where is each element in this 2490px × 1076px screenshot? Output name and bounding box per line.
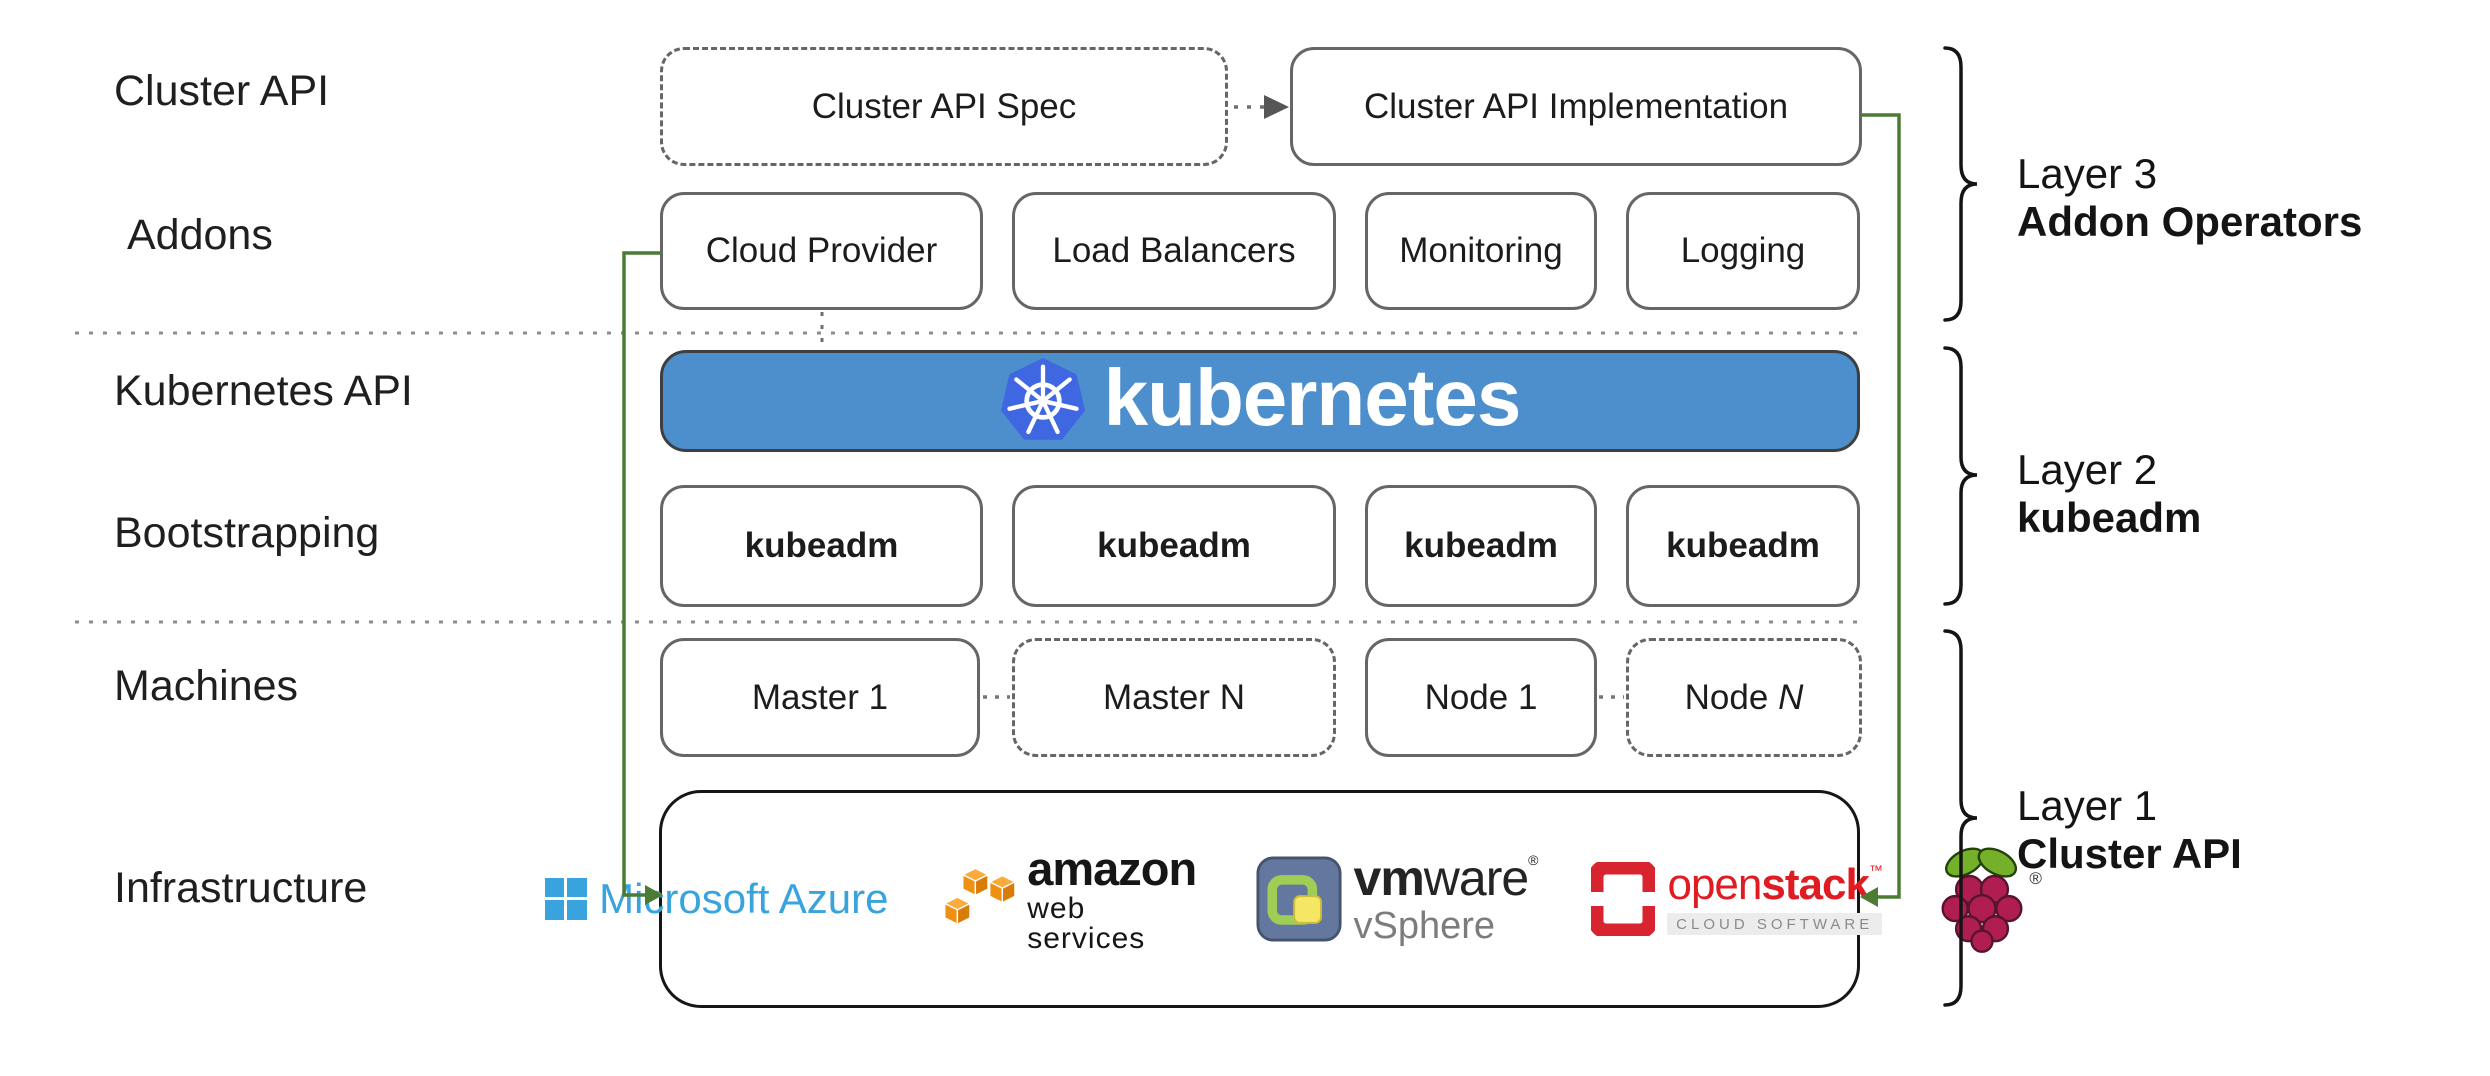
vmware-reg-mark: ® [1528,852,1538,868]
openstack-icon [1591,862,1656,936]
kubernetes-helm-icon [1000,358,1085,440]
openstack-wordmark: openstack™ [1667,860,1883,909]
aws-amazon-label: amazon [1027,841,1197,895]
raspberry-pi-logo-group: ® [1936,843,2042,955]
cluster-api-spec-label: Cluster API Spec [811,86,1077,126]
machine-num: N [1219,677,1245,717]
row-label-kubernetes-api: Kubernetes API [114,367,413,415]
openstack-tm-mark: ™ [1868,862,1883,878]
vmware-ware: ware [1423,850,1529,906]
raspberry-pi-logo [1941,847,2023,953]
addon-box-load-balancers: Load Balancers [1012,192,1336,310]
layer3-name: Layer 3 [2017,150,2158,197]
openstack-text: openstack™ CLOUD SOFTWARE [1667,860,1883,935]
vmware-wordmark: vmware® [1353,850,1539,906]
layer3-label: Layer 3 Addon Operators [2017,150,2362,246]
windows-flag-icon [545,878,588,920]
kubeadm-box-4: kubeadm [1626,485,1860,607]
row-label-bootstrapping: Bootstrapping [114,509,380,557]
layer3-bracket [1943,46,1978,322]
machine-box-master-n: Master N [1012,638,1336,757]
vmware-vsphere-logo-group: vmware® vSphere [1255,850,1539,947]
kubeadm-label: kubeadm [1666,526,1820,565]
addon-box-logging: Logging [1626,192,1860,310]
cloud-provider-to-infrastructure-arrow [622,251,661,897]
vmware-text: vmware® vSphere [1353,850,1539,947]
layer2-label: Layer 2 kubeadm [2017,446,2201,542]
machine-name: Master [1103,677,1210,717]
addon-label: Logging [1680,231,1806,270]
addon-label: Load Balancers [1052,231,1296,270]
row-label-addons: Addons [127,211,273,259]
layer2-name: Layer 2 [2017,446,2158,493]
openstack-logo-group: openstack™ CLOUD SOFTWARE [1591,860,1883,936]
machine-name: Node [1684,677,1769,717]
layer1-title: Cluster API [2017,830,2242,877]
addon-box-cloud-provider: Cloud Provider [660,192,983,310]
kubeadm-box-3: kubeadm [1365,485,1597,607]
machine-name: Node [1424,677,1509,717]
layer1-name: Layer 1 [2017,782,2158,829]
machine-box-node-1: Node 1 [1365,638,1597,757]
openstack-stack: stack [1761,860,1870,909]
implementation-to-infrastructure-arrow [1862,113,1901,899]
vmware-vm: vm [1353,850,1425,906]
kubeadm-label: kubeadm [1404,526,1558,565]
kubeadm-label: kubeadm [744,526,899,565]
machine-num: 1 [868,677,889,717]
addon-label: Monitoring [1399,231,1563,270]
vsphere-label: vSphere [1353,905,1496,947]
cluster-api-implementation-box: Cluster API Implementation [1290,47,1862,166]
machine-box-master-1: Master 1 [660,638,980,757]
azure-label: Microsoft Azure [599,875,889,922]
microsoft-azure-logo-group: Microsoft Azure [545,875,889,923]
machine-num: 1 [1517,677,1538,717]
row-label-infrastructure: Infrastructure [114,864,368,912]
row-label-cluster-api: Cluster API [114,67,330,115]
kubernetes-banner: kubernetes [660,350,1860,452]
cluster-api-implementation-label: Cluster API Implementation [1363,86,1789,126]
kubernetes-wordmark: kubernetes [1103,353,1522,442]
spec-to-implementation-arrowhead [1264,95,1289,119]
row-label-machines: Machines [114,662,299,710]
infrastructure-box: Microsoft Azure amazon web ser [545,790,2042,1008]
openstack-open: open [1667,860,1762,909]
aws-text: amazon web services [1027,845,1201,954]
layer2-bracket [1943,346,1978,606]
kubeadm-box-1: kubeadm [660,485,983,607]
addon-label: Cloud Provider [705,231,938,270]
aws-cubes-icon [942,867,1016,926]
addon-box-monitoring: Monitoring [1365,192,1597,310]
cluster-api-spec-box: Cluster API Spec [660,47,1228,166]
machine-box-node-n: Node N [1626,638,1862,757]
vmware-vsphere-icon [1255,856,1342,942]
kubeadm-label: kubeadm [1097,526,1251,565]
aws-webservices-label: web services [1027,891,1146,955]
layer3-title: Addon Operators [2017,198,2363,245]
machine-num: N [1778,677,1804,717]
layer2-title: kubeadm [2017,494,2202,541]
openstack-cloud-software-label: CLOUD SOFTWARE [1667,913,1882,935]
aws-logo-group: amazon web services [942,845,1202,954]
raspberry-pi-reg-mark: ® [2029,869,2042,888]
machine-name: Master [751,677,859,717]
kubeadm-box-2: kubeadm [1012,485,1336,607]
layer1-label: Layer 1 Cluster API [2017,782,2242,878]
